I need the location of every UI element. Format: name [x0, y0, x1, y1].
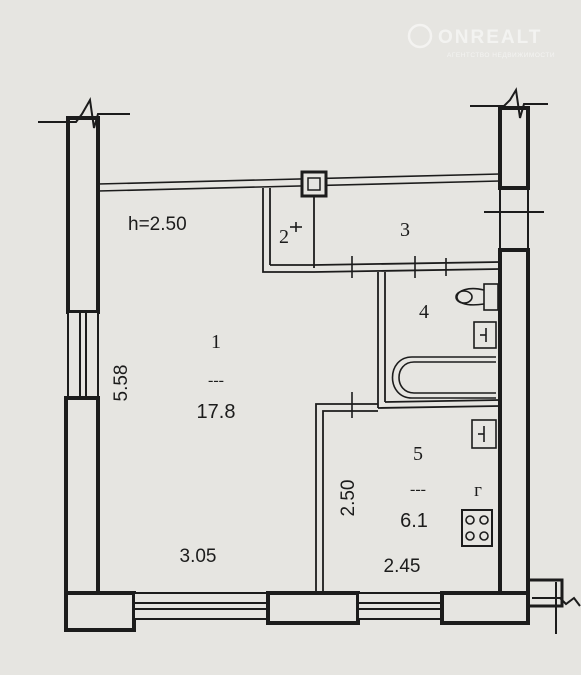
- bottom-window-left: [133, 592, 269, 620]
- right-wall-lower: [498, 248, 530, 595]
- bottom-wall-right: [440, 591, 530, 625]
- ceiling-height-label: h=2.50: [128, 214, 187, 235]
- room-1-length-dimension: 5.58: [111, 365, 132, 402]
- watermark-logo-icon: [407, 23, 433, 49]
- toilet-icon: [455, 283, 499, 311]
- stove-marker-label: г: [474, 480, 482, 501]
- fixtures: [391, 283, 499, 547]
- room-4-label: 4: [419, 301, 429, 323]
- bottom-wall-pier: [266, 591, 360, 625]
- room-1-label: 1: [211, 331, 221, 353]
- left-window: [67, 311, 99, 399]
- watermark: ONREALT АГЕНТСТВО НЕДВИЖИМОСТИ: [407, 23, 555, 59]
- plan-labels: h=2.50 1 --- 17.8 2 3 4 5 --- 6.1 г 5.58…: [111, 214, 482, 577]
- room-1-width-dimension: 3.05: [180, 546, 217, 567]
- bath-sink-icon: [473, 321, 497, 349]
- room-1-separator: ---: [208, 372, 224, 389]
- bottom-window-right: [357, 592, 443, 620]
- room-2-label: 2: [279, 226, 289, 248]
- break-mark-bottom-right: [532, 596, 581, 607]
- top-partition: [97, 173, 501, 192]
- right-wall-corner: [528, 578, 564, 608]
- bathtub-icon: [391, 356, 496, 399]
- room-1-area: 17.8: [197, 401, 236, 423]
- watermark-brand: ONREALT: [438, 27, 542, 48]
- room-3-label: 3: [400, 219, 410, 241]
- break-mark-top-left: [38, 96, 130, 129]
- right-wall-upper: [498, 106, 530, 190]
- room-5-label: 5: [413, 443, 423, 465]
- bottom-wall-left: [64, 591, 136, 632]
- left-wall-upper: [66, 116, 100, 314]
- room-5-length-dimension: 2.50: [338, 480, 359, 517]
- vent-shaft: [300, 170, 328, 268]
- kitchen-sink-icon: [471, 419, 497, 449]
- room-5-width-dimension: 2.45: [384, 556, 421, 577]
- door-marks: [290, 222, 447, 418]
- break-mark-top-right: [470, 87, 548, 119]
- watermark-tagline: АГЕНТСТВО НЕДВИЖИМОСТИ: [447, 52, 555, 59]
- right-wall-opening: [484, 188, 544, 250]
- room-5-separator: ---: [410, 481, 426, 498]
- outer-walls: [64, 106, 564, 632]
- break-marks: [38, 87, 581, 634]
- closet-partition: [262, 188, 314, 273]
- interior-partitions: [262, 188, 501, 593]
- stove-icon: [461, 509, 493, 547]
- room-5-area: 6.1: [400, 510, 428, 532]
